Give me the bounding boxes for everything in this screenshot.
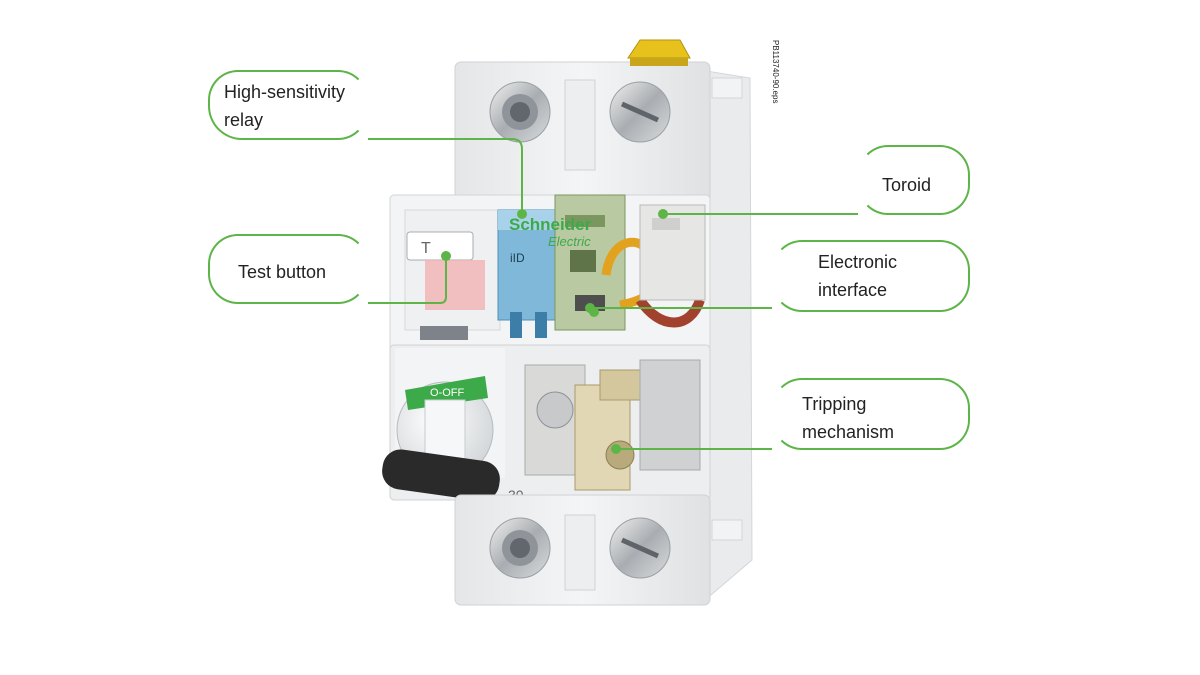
- leader-test: [368, 258, 447, 304]
- leader-dot-relay: [517, 209, 527, 219]
- svg-text:T: T: [421, 240, 431, 257]
- callout-relay-line1: High-sensitivity: [224, 82, 346, 102]
- toroid-part: [639, 204, 706, 301]
- switch-label: O-OFF: [430, 387, 464, 399]
- callout-toroid-line1: Toroid: [882, 175, 932, 195]
- callout-tripping-mechanism: Tripping mechanism: [772, 378, 970, 450]
- top-terminal-block: [454, 61, 711, 203]
- leader-lines: [368, 138, 858, 454]
- callout-toroid: Toroid: [858, 145, 970, 215]
- callout-electronic-interface: Electronic interface: [772, 240, 970, 312]
- callout-electronic-line2: interface: [818, 280, 888, 300]
- leader-dot-tripping: [611, 444, 621, 454]
- din-clip: [627, 39, 691, 66]
- brand-subtitle: Electric: [548, 234, 591, 249]
- leader-dot-test: [441, 251, 451, 261]
- callout-tripping-line1: Tripping: [802, 394, 867, 414]
- leader-dot-toroid: [658, 209, 668, 219]
- callout-tripping-line2: mechanism: [802, 422, 895, 442]
- callout-relay-line2: relay: [224, 110, 264, 130]
- callout-high-sensitivity-relay: High-sensitivity relay: [208, 70, 368, 140]
- leader-relay: [368, 138, 523, 212]
- relay-part: iID: [497, 209, 561, 338]
- callout-test-button: Test button: [208, 234, 368, 304]
- file-reference: PB113740-90.eps: [771, 40, 780, 104]
- leader-dot-electronic: [585, 303, 595, 313]
- tripping-mechanism-part: [524, 359, 701, 491]
- bottom-terminal-block: [454, 494, 711, 606]
- handle-knob: O-OFF: [382, 376, 500, 501]
- relay-model-label: iID: [510, 251, 525, 265]
- callout-test-line1: Test button: [238, 262, 327, 282]
- callout-electronic-line1: Electronic: [818, 252, 898, 272]
- brand-name: Schneider: [509, 215, 592, 234]
- test-button-part: T: [406, 231, 485, 340]
